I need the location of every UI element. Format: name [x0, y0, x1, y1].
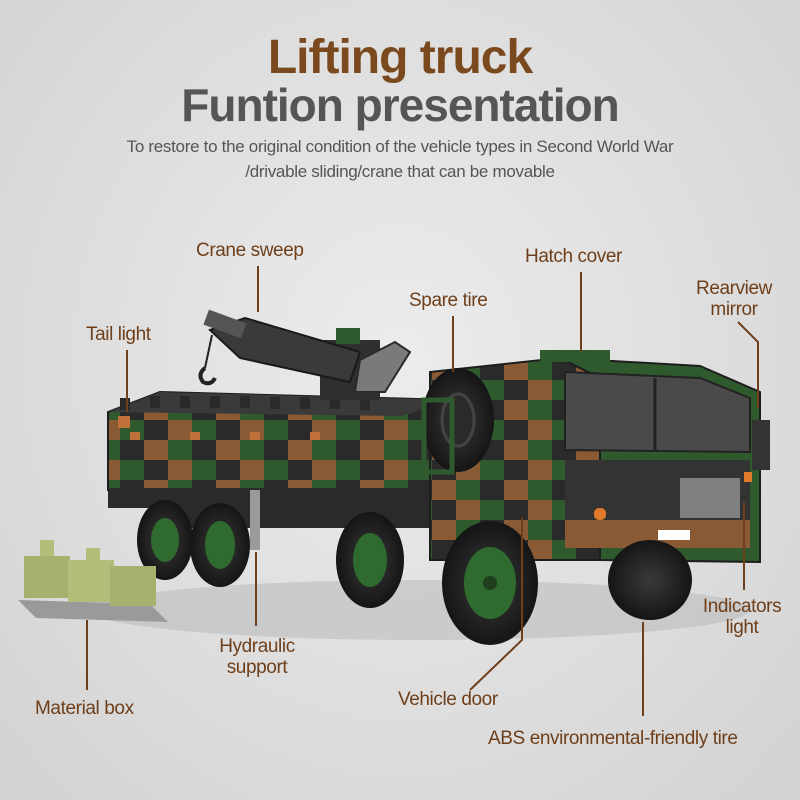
- label-hatch-cover: Hatch cover: [525, 246, 622, 267]
- callout-lines: [86, 266, 759, 716]
- cab: [429, 350, 770, 564]
- label-hydraulic-support-line1: Hydraulic: [219, 636, 295, 657]
- vehicle-door-line: [469, 518, 523, 691]
- hatch-cover-icon: [540, 350, 610, 362]
- label-spare-tire: Spare tire: [409, 290, 488, 311]
- label-rearview-mirror: Rearview mirror: [672, 278, 796, 320]
- label-hydraulic-support: Hydraulic support: [204, 636, 310, 678]
- description-line-2: /drivable sliding/crane that can be mova…: [245, 162, 555, 181]
- crane: [198, 309, 412, 400]
- label-crane-sweep: Crane sweep: [196, 240, 304, 261]
- license-plate: [658, 530, 690, 540]
- rearview-mirror-line: [737, 321, 759, 408]
- label-rearview-mirror-line1: Rearview: [696, 278, 772, 299]
- label-indicators-light-line1: Indicators: [702, 596, 782, 617]
- description-line-1: To restore to the original condition of …: [126, 137, 674, 156]
- material-box-icon: [18, 540, 168, 622]
- label-indicators-light: Indicators light: [688, 596, 796, 638]
- label-material-box: Material box: [35, 698, 134, 719]
- hydraulic-support-icon: [250, 490, 260, 550]
- indicator-light-icon: [594, 508, 606, 520]
- tail-light-icon: [118, 416, 130, 428]
- label-hydraulic-support-line2: support: [226, 657, 288, 678]
- cargo-bed: [107, 390, 453, 508]
- label-abs-tire: ABS environmental-friendly tire: [488, 728, 738, 749]
- wheels: [137, 500, 692, 645]
- rearview-mirror-icon: [752, 420, 770, 470]
- label-tail-light: Tail light: [86, 324, 151, 345]
- page-title: Lifting truck: [267, 31, 533, 84]
- label-vehicle-door: Vehicle door: [398, 689, 498, 710]
- page-subtitle: Funtion presentation: [181, 79, 619, 131]
- spare-tire-icon: [421, 368, 494, 475]
- label-indicators-light-line2: light: [725, 617, 759, 638]
- label-rearview-mirror-line2: mirror: [710, 299, 758, 320]
